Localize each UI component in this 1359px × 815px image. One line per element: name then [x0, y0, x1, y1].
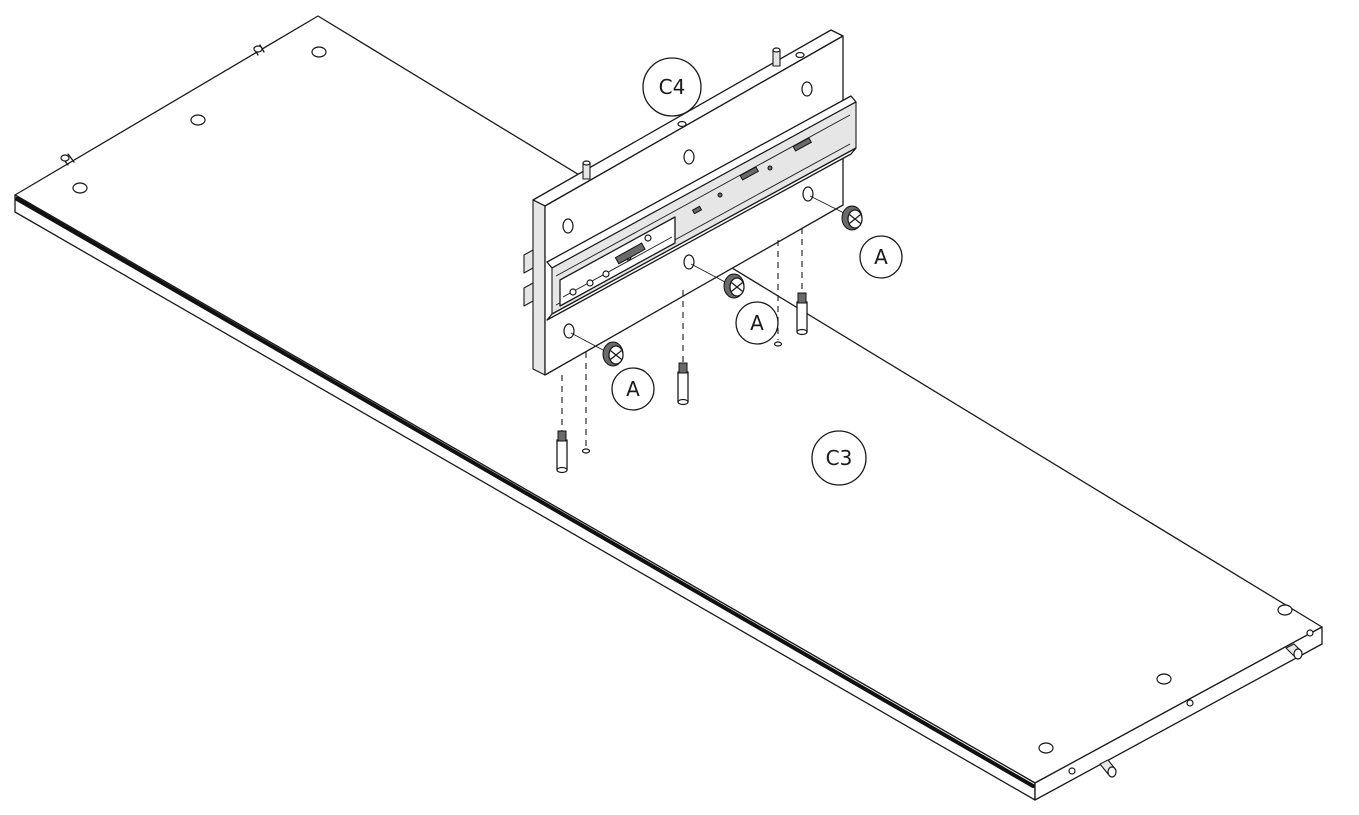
- cam-hole: [1156, 673, 1172, 685]
- face-hole: [562, 218, 574, 234]
- face-hole: [802, 186, 814, 202]
- dowel-hole: [581, 448, 591, 454]
- label-a-text: A: [626, 377, 640, 401]
- dowel-left-end: [60, 153, 75, 166]
- edge-hole: [1306, 629, 1314, 637]
- label-a-text: A: [750, 311, 764, 335]
- label-a-text: A: [874, 245, 888, 269]
- drawer-slide-rail: [546, 95, 857, 321]
- edge-hole: [795, 51, 805, 59]
- edge-hole: [1186, 699, 1194, 707]
- dowel-left-end: [253, 44, 265, 56]
- cam-lock-fittings: [570, 195, 863, 367]
- label-a: A: [611, 367, 655, 411]
- panel-c3: [14, 15, 1323, 801]
- cam-lock-icon: [841, 205, 863, 231]
- label-c3: C3: [811, 430, 867, 486]
- dowel-top-edge: [582, 160, 591, 180]
- face-hole: [683, 254, 695, 270]
- panel-c4-side-edge: [532, 199, 546, 376]
- edge-hole: [1068, 767, 1076, 775]
- face-hole: [563, 323, 575, 339]
- dowel-top-edge: [772, 47, 781, 67]
- cam-hole: [1277, 604, 1293, 616]
- panel-c3-end-edge: [1034, 626, 1323, 801]
- cam-hole: [190, 114, 206, 126]
- cam-hole: [1038, 742, 1054, 754]
- edge-hole: [677, 120, 687, 128]
- cam-lock-icon: [723, 273, 745, 299]
- face-hole: [801, 81, 813, 97]
- label-a: A: [859, 235, 903, 279]
- label-c3-text: C3: [826, 446, 853, 470]
- dowel-right-end: [1099, 759, 1117, 778]
- bracket: [523, 249, 534, 274]
- cam-bolt: [556, 430, 568, 474]
- label-c4: C4: [642, 57, 702, 117]
- label-c4-text: C4: [659, 75, 686, 99]
- cam-lock-icon: [602, 341, 624, 367]
- cam-bolt: [796, 292, 808, 336]
- dowel-right-end: [1285, 643, 1303, 660]
- label-a: A: [735, 301, 779, 345]
- panel-c4: [523, 29, 857, 376]
- dowel-hole: [773, 341, 783, 347]
- cam-hole: [72, 182, 88, 194]
- face-hole: [683, 149, 695, 165]
- cam-bolt: [677, 362, 689, 406]
- cam-hole: [311, 46, 327, 58]
- panel-c3-edge-banding: [15, 197, 1035, 788]
- bracket: [523, 282, 534, 307]
- insertion-guides: [561, 228, 803, 446]
